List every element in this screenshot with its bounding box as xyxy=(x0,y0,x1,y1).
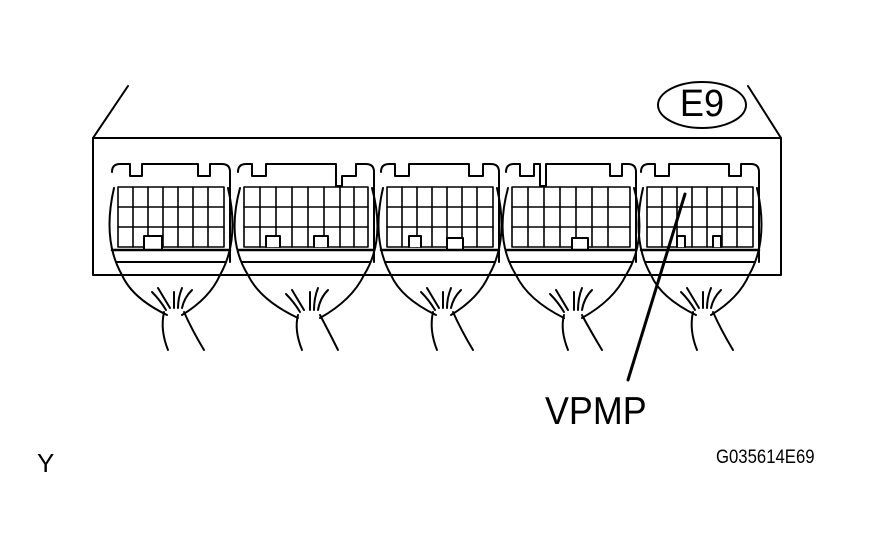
connector-5[interactable] xyxy=(637,163,763,351)
connector-4[interactable] xyxy=(501,163,641,351)
connector-3[interactable] xyxy=(377,163,503,351)
connector-2[interactable] xyxy=(233,163,379,351)
connector-id-badge xyxy=(657,81,747,129)
terminal-label-vpmp: VPMP xyxy=(545,390,647,433)
view-marker: Y xyxy=(37,448,55,478)
connector-1[interactable] xyxy=(108,163,234,351)
connector-id-label: E9 xyxy=(679,83,725,125)
ecu-housing xyxy=(92,85,782,276)
vpmp-leader-line xyxy=(626,192,687,382)
figure-code: G035614E69 xyxy=(716,447,815,468)
